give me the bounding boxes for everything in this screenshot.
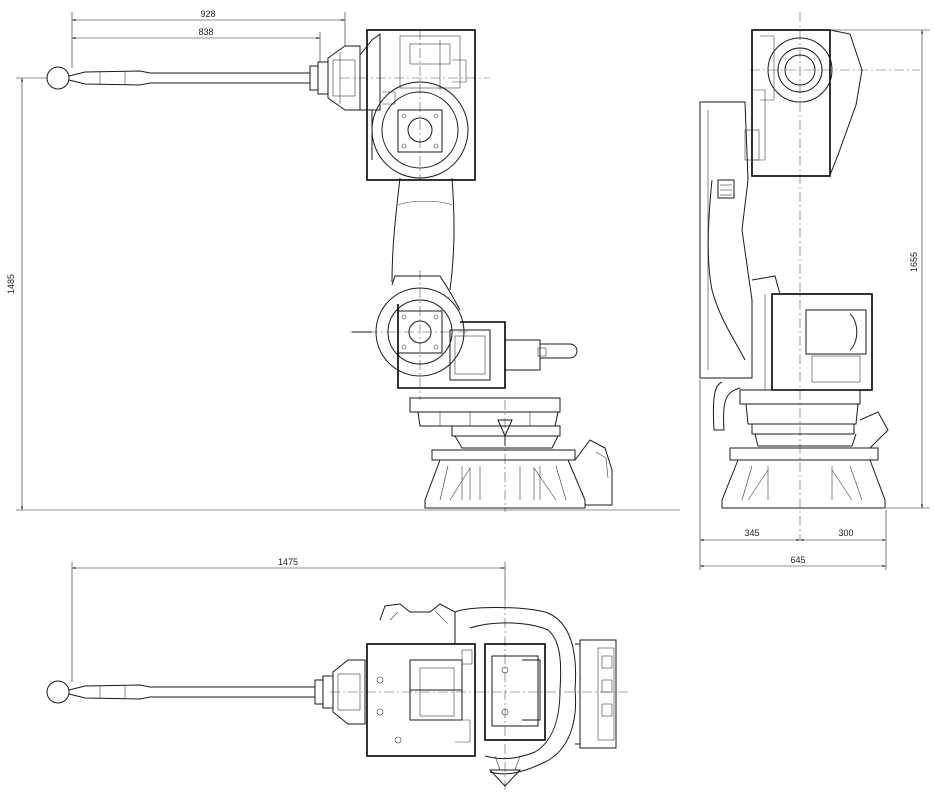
dim-1475: 1475 (71, 557, 506, 682)
top-wrist (332, 659, 366, 725)
dim-1475-label: 1475 (278, 557, 298, 567)
dim-645: 645 (700, 555, 886, 568)
shoulder-joint (352, 275, 578, 389)
tool-stick (46, 61, 329, 95)
top-housing (366, 603, 476, 757)
top-tool-stick (46, 675, 334, 709)
dim-645-label: 645 (790, 555, 805, 565)
dim-1655-label: 1655 (909, 252, 919, 272)
dim-1655: 1655 (832, 29, 930, 509)
dim-345-label: 345 (744, 528, 759, 538)
lower-arm (391, 177, 455, 291)
top-view: 1475 (46, 557, 630, 790)
base-side (409, 397, 613, 509)
front-upper-housing (744, 29, 863, 177)
top-cable-loop (454, 607, 577, 775)
dim-300-label: 300 (838, 528, 853, 538)
top-base (488, 639, 617, 787)
dim-928-label: 928 (200, 9, 215, 19)
dim-838: 838 (72, 27, 321, 62)
dim-345-300: 345 300 (699, 380, 887, 570)
side-view: 928 838 1485 (6, 9, 680, 512)
front-view: 1655 345 300 645 (699, 12, 930, 570)
front-arm-plate (699, 101, 753, 379)
dim-928: 928 (71, 9, 346, 68)
upper-arm-housing (359, 29, 476, 181)
front-motor-box (751, 275, 873, 391)
dim-838-label: 838 (198, 27, 213, 37)
dim-1485: 1485 (6, 77, 680, 511)
front-base (712, 381, 889, 509)
dim-1485-label: 1485 (6, 274, 16, 294)
